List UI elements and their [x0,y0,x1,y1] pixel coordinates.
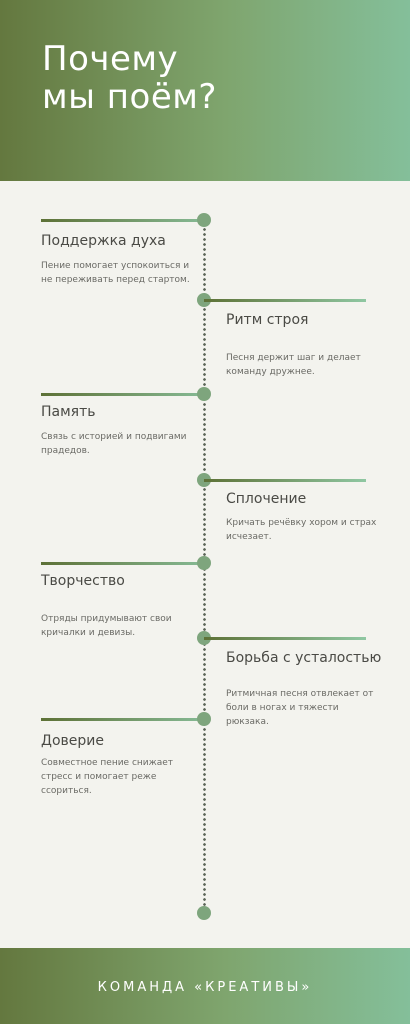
timeline-bar-5 [41,562,205,565]
page-title-line-1: Почему [42,39,179,79]
timeline-dot-5 [197,556,211,570]
item-title-1: Поддержка духа [41,233,166,249]
item-title-7: Доверие [41,733,104,749]
footer-team-name: КОМАНДА «КРЕАТИВЫ» [97,980,313,995]
timeline-dot-1 [197,213,211,227]
timeline-bar-7 [41,718,205,721]
timeline-bar-1 [41,219,205,222]
item-title-3: Память [41,404,96,420]
timeline-dot-3 [197,387,211,401]
item-title-2: Ритм строя [226,312,309,328]
item-title-6: Борьба с усталостью [226,650,382,666]
footer-banner: КОМАНДА «КРЕАТИВЫ» [0,948,410,1024]
timeline-bar-6 [204,637,366,640]
page-title-line-2: мы поём? [42,77,217,117]
item-text-7: Совместное пение снижает стресс и помога… [41,758,174,796]
timeline-bar-4 [204,479,366,482]
item-text-4: Кричать речёвку хором и страх исчезает. [226,518,377,542]
item-text-5: Отряды придумывают свои кричалки и девиз… [41,614,172,638]
timeline-end-dot [197,906,211,920]
timeline-bar-3 [41,393,205,396]
item-title-4: Сплочение [226,491,307,507]
timeline-bar-2 [204,299,366,302]
header-banner: Почему мы поём? [0,0,410,181]
page-title: Почему мы поём? [42,40,217,116]
item-title-5: Творчество [41,573,125,589]
item-text-6: Ритмичная песня отвлекает от боли в нога… [226,689,374,727]
item-text-2: Песня держит шаг и делает команду дружне… [226,353,361,377]
item-text-3: Связь с историей и подвигами прадедов. [41,432,187,456]
item-text-1: Пение помогает успокоиться и не пережива… [41,261,190,285]
timeline-dot-7 [197,712,211,726]
